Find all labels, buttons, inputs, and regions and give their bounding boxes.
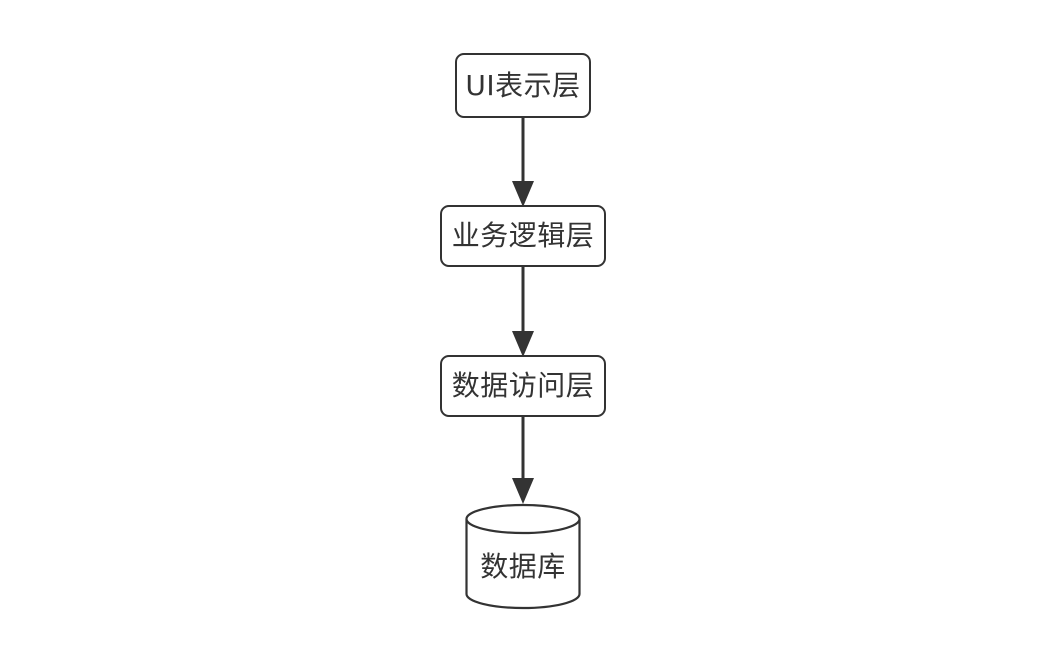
cylinder-top [465,503,581,535]
node-ui-presentation-layer[interactable]: UI表示层 [455,53,591,118]
node-database[interactable]: 数据库 [462,500,584,616]
arrowhead-icon [512,181,534,207]
node-label: 数据访问层 [451,369,595,402]
node-label: 业务逻辑层 [451,219,595,252]
arrowhead-icon [512,331,534,357]
node-label: UI表示层 [465,68,581,102]
cylinder-body [465,517,581,610]
node-business-logic-layer[interactable]: 业务逻辑层 [440,205,606,267]
arrowhead-icon [512,478,534,504]
database-cylinder-icon [465,503,581,610]
node-data-access-layer[interactable]: 数据访问层 [440,355,606,417]
